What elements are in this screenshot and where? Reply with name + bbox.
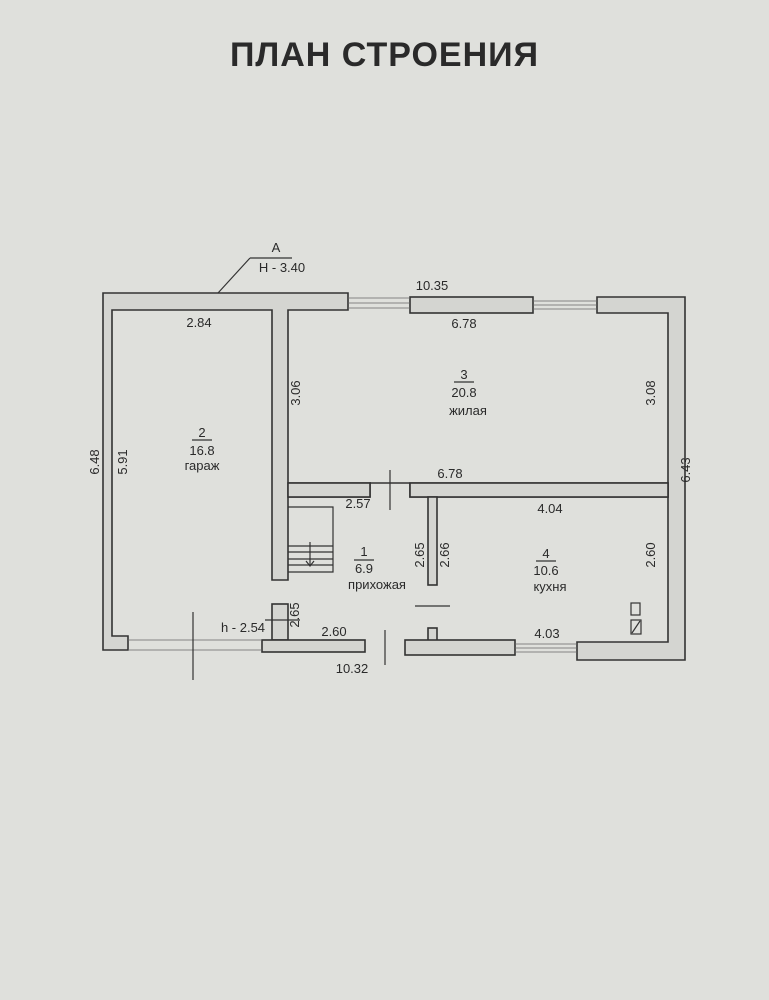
dim-kitchen-left: 2.66	[437, 542, 452, 567]
dim-living-top: 6.78	[451, 316, 476, 331]
room-kitchen: 4 10.6 кухня	[533, 546, 566, 594]
room-number: 3	[460, 367, 467, 382]
dim-living-bottom: 6.78	[437, 466, 462, 481]
marker-leader	[217, 257, 251, 294]
stove-icon	[630, 602, 641, 616]
room-name: жилая	[449, 403, 487, 418]
living-bottom-wall-right	[409, 482, 669, 498]
room-garage: 2 16.8 гараж	[185, 425, 220, 473]
room-living: 3 20.8 жилая	[449, 367, 487, 418]
stairs-icon	[288, 506, 334, 573]
walls	[102, 292, 686, 661]
dim-garage-width: 2.84	[186, 315, 211, 330]
kitchen-bottom-wall	[404, 639, 516, 656]
dim-right-overall: 6.43	[678, 457, 693, 482]
dim-kitchen-right: 2.60	[643, 542, 658, 567]
room-hall: 1 6.9 прихожая	[348, 544, 406, 592]
garage-outer-wall	[102, 292, 349, 651]
dim-living-right: 3.08	[643, 380, 658, 405]
marker-height: Н - 3.40	[259, 260, 305, 275]
dim-hall-left: 2.65	[287, 602, 302, 627]
windows	[128, 297, 597, 653]
dim-kitchen-bottom: 4.03	[534, 626, 559, 641]
dim-garage-length: 5.91	[115, 449, 130, 474]
sink-icon	[630, 619, 642, 635]
dim-hall-bottom: 2.60	[321, 624, 346, 639]
room-name: кухня	[533, 579, 566, 594]
room-number: 2	[198, 425, 205, 440]
dim-living-left: 3.06	[288, 380, 303, 405]
plan-title: ПЛАН СТРОЕНИЯ	[229, 36, 540, 74]
dim-garage-height: h - 2.54	[221, 620, 265, 635]
dim-left-overall: 6.48	[87, 449, 102, 474]
room-area: 20.8	[451, 385, 476, 400]
room-name: гараж	[185, 458, 220, 473]
hall-bottom-wall	[261, 639, 366, 653]
dim-hall-right: 2.65	[412, 542, 427, 567]
dim-hall-top: 2.57	[345, 496, 370, 511]
room-area: 16.8	[189, 443, 214, 458]
room-number: 1	[360, 544, 367, 559]
dim-bottom-overall: 10.32	[336, 661, 369, 676]
living-bottom-wall-left	[287, 482, 371, 498]
room-number: 4	[542, 546, 549, 561]
room-name: прихожая	[348, 577, 406, 592]
room-area: 6.9	[355, 561, 373, 576]
hall-kitchen-wall	[427, 496, 438, 586]
room-area: 10.6	[533, 563, 558, 578]
marker-letter: А	[272, 240, 281, 255]
dim-top-overall: 10.35	[416, 278, 449, 293]
hall-left-wall	[271, 603, 289, 641]
right-wall	[576, 296, 686, 661]
dim-kitchen-top: 4.04	[537, 501, 562, 516]
top-wall-middle	[409, 296, 534, 314]
